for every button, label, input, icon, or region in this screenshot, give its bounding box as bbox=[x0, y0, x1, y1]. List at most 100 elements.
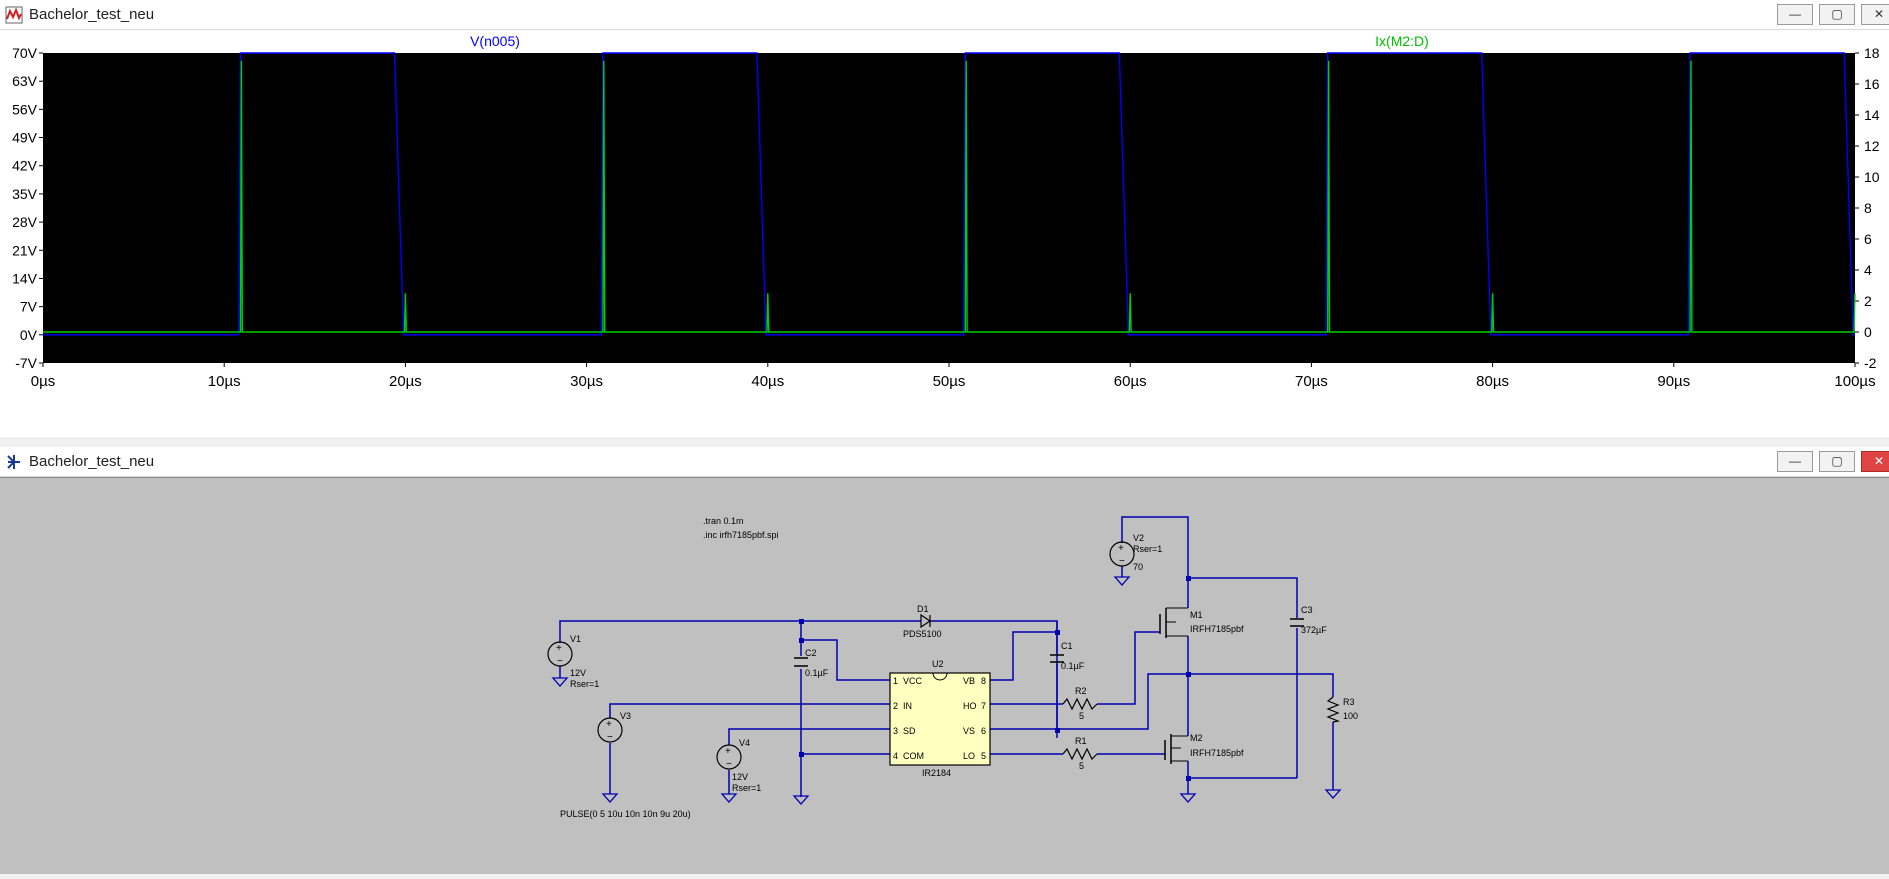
svg-text:+: + bbox=[606, 719, 612, 730]
source-v4[interactable]: +− V4 12V Rser=1 bbox=[716, 738, 761, 803]
x-tick-label: 50µs bbox=[933, 373, 966, 390]
y2-tick-label: -2 bbox=[1864, 355, 1877, 371]
x-tick-label: 40µs bbox=[751, 373, 784, 390]
maximize-button[interactable]: ▢ bbox=[1819, 4, 1855, 25]
pin-sd-label: SD bbox=[903, 726, 916, 736]
pin-7-num: 7 bbox=[981, 701, 986, 711]
v3-value: PULSE(0 5 10u 10n 10n 9u 20u) bbox=[560, 809, 691, 819]
c1-name: C1 bbox=[1061, 641, 1073, 651]
y-tick-label: 63V bbox=[12, 73, 38, 89]
v1-param: Rser=1 bbox=[570, 679, 599, 689]
source-v2[interactable]: +− V2 Rser=1 70 bbox=[1109, 533, 1162, 586]
ground-icon bbox=[601, 793, 619, 803]
minimize-icon: — bbox=[1789, 454, 1801, 468]
trace-ix-m2d[interactable] bbox=[43, 60, 1856, 333]
mosfet-m1[interactable]: M1 IRFH7185pbf bbox=[1159, 607, 1244, 638]
traces bbox=[43, 52, 1856, 336]
pin-ho-label: HO bbox=[963, 701, 977, 711]
waveform-titlebar[interactable]: Bachelor_test_neu — ▢ ✕ bbox=[0, 0, 1889, 30]
svg-text:+: + bbox=[556, 643, 562, 654]
close-button[interactable]: ✕ bbox=[1861, 451, 1889, 472]
ground-icon bbox=[792, 795, 810, 805]
capacitor-c1[interactable]: C1 0.1µF bbox=[1050, 641, 1085, 671]
trace-label-ix-m2d[interactable]: Ix(M2:D) bbox=[1375, 33, 1429, 49]
close-button[interactable]: ✕ bbox=[1861, 4, 1889, 25]
ground-icon bbox=[1179, 793, 1197, 803]
d1-name: D1 bbox=[917, 604, 929, 614]
u2-name: U2 bbox=[932, 659, 944, 669]
m2-name: M2 bbox=[1190, 733, 1203, 743]
maximize-button[interactable]: ▢ bbox=[1819, 451, 1855, 472]
ground-icon bbox=[551, 677, 569, 687]
waveform-app-icon bbox=[5, 6, 23, 24]
v3-name: V3 bbox=[620, 711, 631, 721]
pin-com-label: COM bbox=[903, 751, 924, 761]
y-tick-label: 0V bbox=[20, 327, 38, 343]
v1-value: 12V bbox=[570, 668, 586, 678]
ic-u2[interactable]: U2 IR2184 1 VCC 2 IN 3 SD 4 COM VB 8 HO … bbox=[889, 659, 991, 778]
schematic-window-title: Bachelor_test_neu bbox=[29, 453, 155, 470]
mosfet-m2[interactable]: M2 IRFH7185pbf bbox=[1164, 733, 1244, 803]
r1-name: R1 bbox=[1075, 736, 1087, 746]
y-tick-label: 28V bbox=[12, 214, 38, 230]
x-tick-label: 70µs bbox=[1295, 373, 1328, 390]
y2-tick-label: 10 bbox=[1864, 169, 1880, 185]
d1-value: PDS5100 bbox=[903, 629, 942, 639]
trace-label-v-n005[interactable]: V(n005) bbox=[470, 33, 520, 49]
source-v1[interactable]: +− V1 12V Rser=1 bbox=[547, 634, 599, 689]
m2-value: IRFH7185pbf bbox=[1190, 748, 1244, 758]
trace-v-n005[interactable] bbox=[43, 52, 1855, 336]
minimize-button[interactable]: — bbox=[1777, 451, 1813, 472]
pin-4-num: 4 bbox=[893, 751, 898, 761]
c2-name: C2 bbox=[805, 648, 817, 658]
y2-tick-label: 12 bbox=[1864, 138, 1880, 154]
schematic-canvas[interactable]: .tran 0.1m .inc irfh7185pbf.spi +− V1 12… bbox=[0, 477, 1889, 874]
minimize-button[interactable]: — bbox=[1777, 4, 1813, 25]
x-tick-label: 30µs bbox=[570, 373, 603, 390]
y2-tick-label: 2 bbox=[1864, 293, 1872, 309]
plot-background[interactable] bbox=[43, 53, 1855, 363]
minimize-icon: — bbox=[1789, 7, 1801, 21]
capacitor-c2[interactable]: C2 0.1µF bbox=[792, 648, 829, 805]
x-tick-label: 100µs bbox=[1834, 373, 1875, 390]
diode-d1[interactable]: D1 PDS5100 bbox=[903, 604, 942, 639]
r3-name: R3 bbox=[1343, 697, 1355, 707]
y-tick-label: 56V bbox=[12, 101, 38, 117]
svg-text:+: + bbox=[725, 746, 731, 757]
y-tick-label: 7V bbox=[20, 299, 38, 315]
y2-tick-label: 4 bbox=[1864, 262, 1872, 278]
capacitor-c3[interactable]: C3 372µF bbox=[1290, 605, 1327, 635]
v4-value: 12V bbox=[732, 772, 748, 782]
schematic-app-icon bbox=[7, 455, 20, 469]
x-tick-label: 90µs bbox=[1657, 373, 1690, 390]
pin-vcc-label: VCC bbox=[903, 676, 923, 686]
schematic-drawing[interactable]: .tran 0.1m .inc irfh7185pbf.spi +− V1 12… bbox=[0, 478, 1889, 874]
v1-name: V1 bbox=[570, 634, 581, 644]
directive-tran[interactable]: .tran 0.1m bbox=[703, 516, 744, 526]
c3-name: C3 bbox=[1301, 605, 1313, 615]
u2-value: IR2184 bbox=[922, 768, 951, 778]
c3-value: 372µF bbox=[1301, 625, 1327, 635]
schematic-titlebar[interactable]: Bachelor_test_neu — ▢ ✕ bbox=[0, 447, 1889, 477]
x-tick-label: 20µs bbox=[389, 373, 422, 390]
resistor-r2[interactable]: R2 5 bbox=[1062, 686, 1098, 721]
y-tick-label: 21V bbox=[12, 242, 38, 258]
svg-text:−: − bbox=[1119, 556, 1125, 567]
pin-6-num: 6 bbox=[981, 726, 986, 736]
directive-inc[interactable]: .inc irfh7185pbf.spi bbox=[703, 530, 779, 540]
r3-value: 100 bbox=[1343, 711, 1358, 721]
v2-param: Rser=1 bbox=[1133, 544, 1162, 554]
r2-name: R2 bbox=[1075, 686, 1087, 696]
source-v3[interactable]: +− V3 PULSE(0 5 10u 10n 10n 9u 20u) bbox=[560, 711, 691, 819]
pin-vb-label: VB bbox=[963, 676, 975, 686]
close-icon: ✕ bbox=[1873, 454, 1885, 468]
resistor-r1[interactable]: R1 5 bbox=[1062, 736, 1098, 771]
y-tick-label: 14V bbox=[12, 270, 38, 286]
resistor-r3[interactable]: R3 100 bbox=[1324, 696, 1358, 799]
pin-3-num: 3 bbox=[893, 726, 898, 736]
